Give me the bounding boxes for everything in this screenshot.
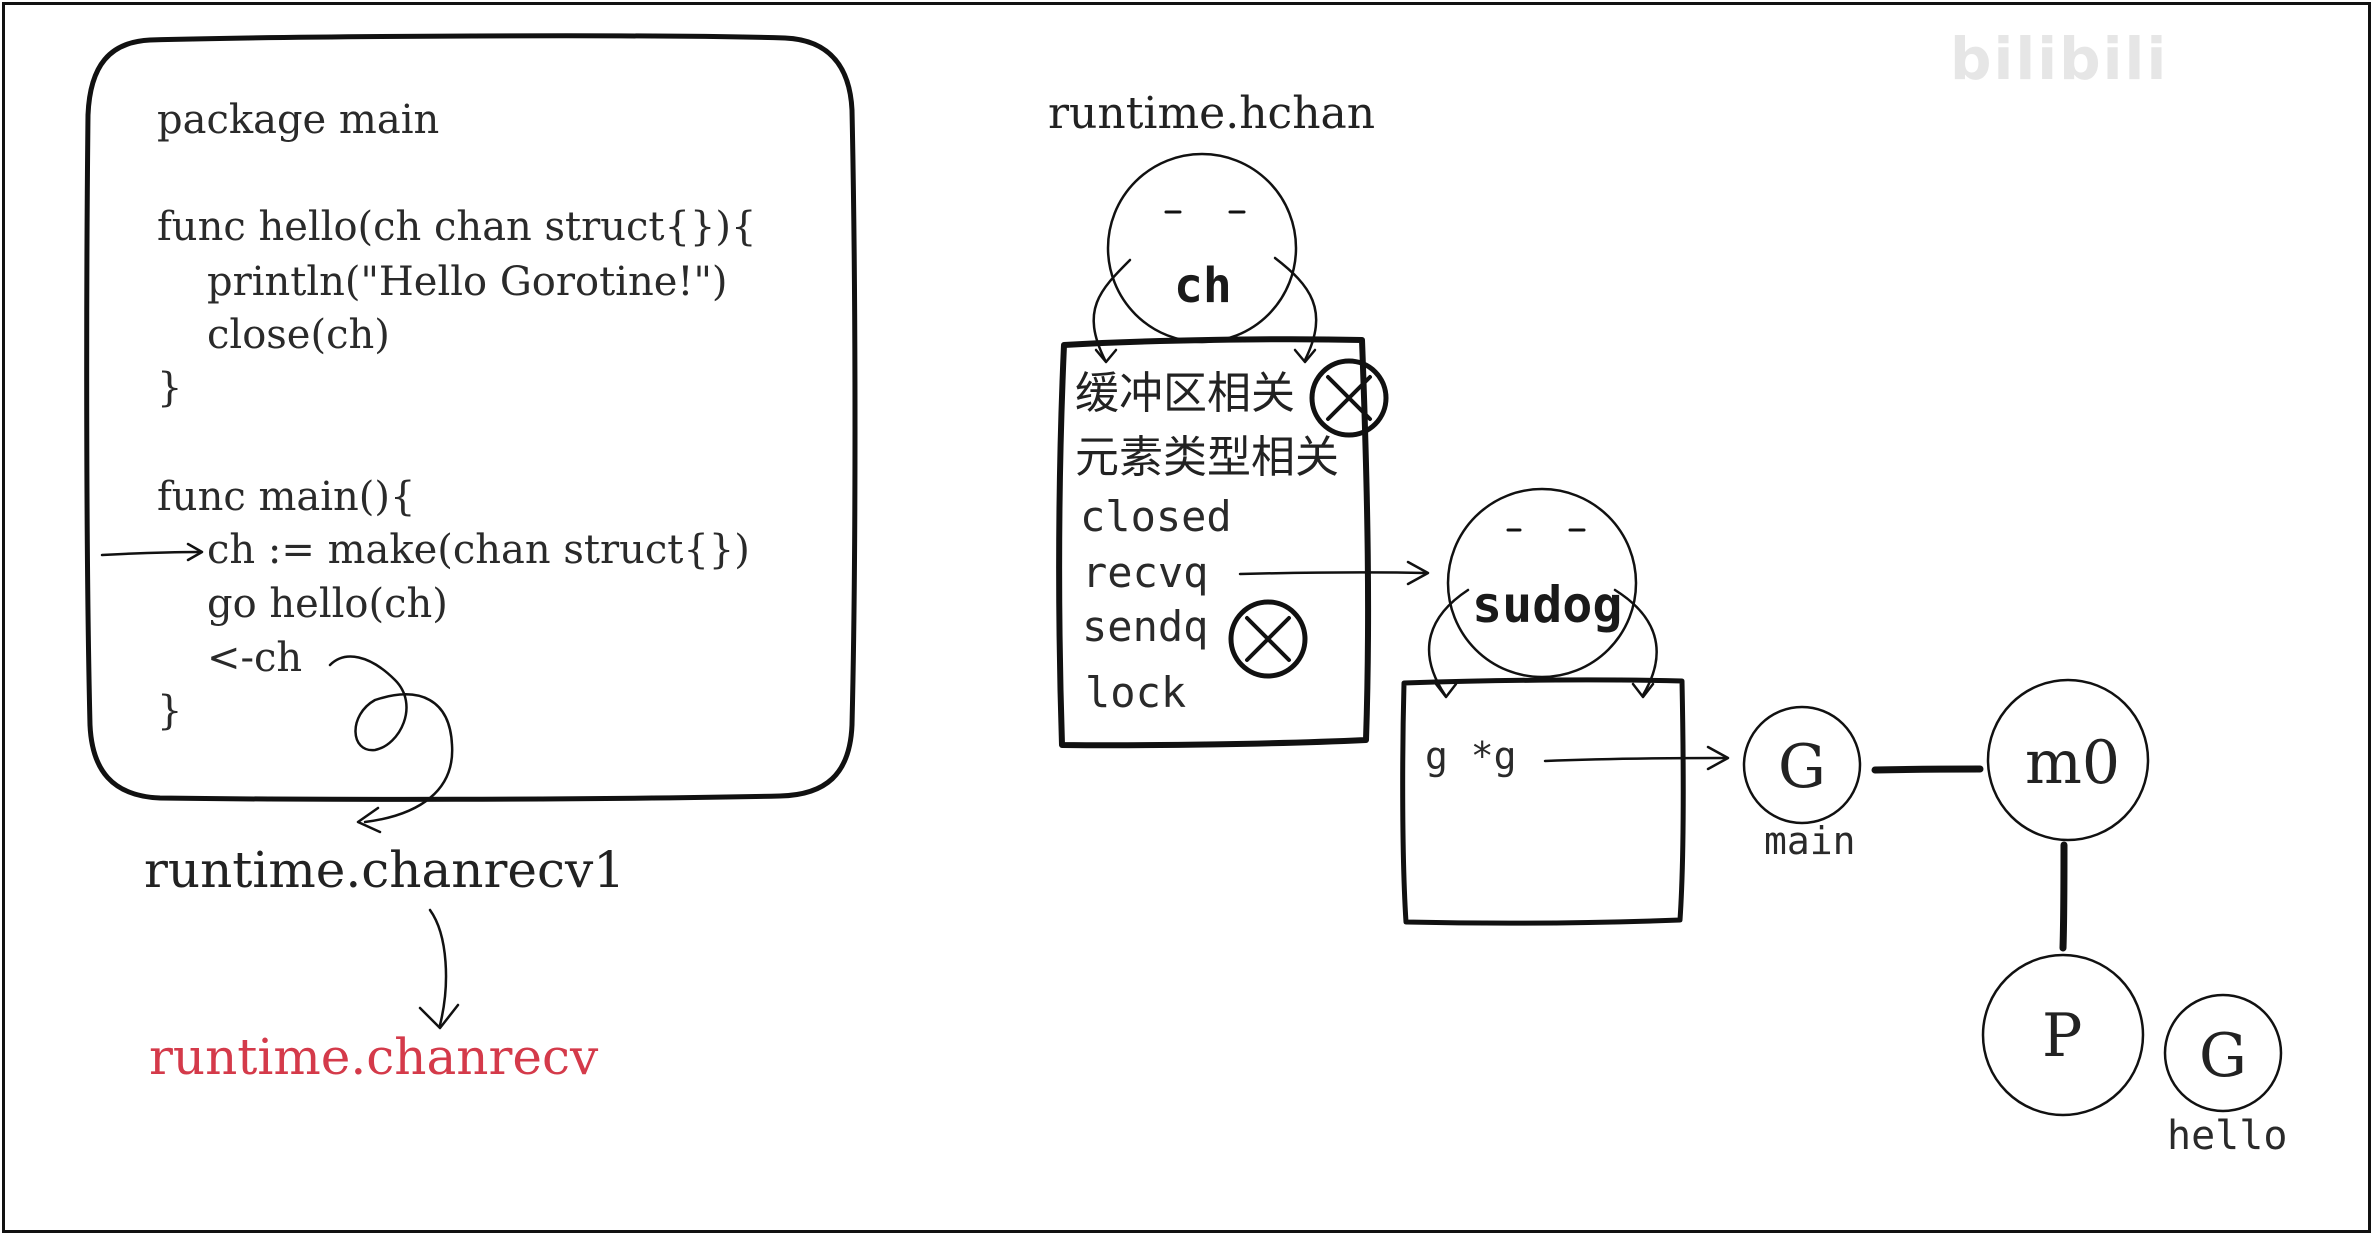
- hchan-arm-left-hand: [1094, 348, 1118, 364]
- sudog-head: [1446, 487, 1638, 679]
- recvq-arrow: [1238, 571, 1427, 576]
- g-m0-link: [1871, 765, 1984, 774]
- sendq-empty-mark: [1228, 599, 1308, 679]
- hchan-field-elemtype: 元素类型相关: [1075, 432, 1339, 483]
- sudog-arm-left-hand: [1434, 682, 1458, 699]
- g-main-label: G: [1778, 732, 1826, 802]
- chanrecv1-label: runtime.chanrecv1: [144, 841, 626, 899]
- code-box: [84, 33, 858, 802]
- hchan-head-label: ch: [1174, 258, 1232, 314]
- sudog-field-g: g *g: [1425, 734, 1517, 778]
- g-hello-circle: [2163, 993, 2283, 1113]
- m0-p-link: [2059, 841, 2068, 952]
- code-line: package main: [157, 97, 440, 143]
- hchan-field-recvq: recvq: [1082, 548, 1209, 597]
- hchan-field-closed: closed: [1080, 492, 1232, 541]
- hchan-arm-right: [1273, 256, 1318, 362]
- g-main-caption: main: [1764, 819, 1856, 863]
- buffer-disabled-mark: [1309, 358, 1389, 438]
- call-arrow: [428, 908, 448, 1027]
- code-line: ch := make(chan struct{}): [207, 527, 750, 573]
- recvq-arrowhead: [1406, 560, 1430, 586]
- current-line-arrow: [100, 550, 202, 557]
- hchan-field-lock: lock: [1085, 668, 1187, 717]
- m0-circle: [1986, 678, 2150, 842]
- call-arrowhead: [418, 1003, 460, 1030]
- sudog-arm-right-hand: [1631, 682, 1655, 699]
- g-hello-label: G: [2199, 1021, 2247, 1091]
- sendq-empty-cross: [1245, 616, 1291, 662]
- sudog-body: [1400, 677, 1686, 926]
- code-line: close(ch): [207, 312, 390, 358]
- g-pointer-arrowhead: [1706, 745, 1730, 771]
- hchan-arm-right-hand: [1293, 348, 1317, 364]
- hchan-field-buffer: 缓冲区相关: [1075, 368, 1295, 419]
- receive-loop-arrowhead: [356, 806, 382, 834]
- g-hello-caption: hello: [2167, 1113, 2288, 1159]
- receive-loop-arrow: [328, 655, 454, 824]
- p-circle: [1981, 953, 2145, 1117]
- g-main-circle: [1742, 705, 1862, 825]
- p-label: P: [2042, 1001, 2083, 1071]
- current-line-arrowhead: [186, 542, 204, 562]
- code-line: func main(){: [157, 474, 416, 520]
- watermark: bilibili: [1950, 25, 2169, 93]
- sudog-head-label: sudog: [1472, 576, 1623, 634]
- hchan-field-sendq: sendq: [1082, 602, 1209, 651]
- buffer-disabled-cross: [1326, 375, 1372, 421]
- hchan-title: runtime.hchan: [1048, 88, 1376, 139]
- m0-label: m0: [2025, 728, 2121, 798]
- code-line: }: [157, 365, 183, 411]
- hchan-body: [1056, 336, 1372, 749]
- code-line: <-ch: [207, 635, 303, 681]
- g-pointer-arrow: [1543, 756, 1727, 763]
- code-line: println("Hello Gorotine!"): [207, 259, 728, 305]
- chanrecv-label: runtime.chanrecv: [149, 1028, 599, 1086]
- code-line: }: [157, 688, 183, 734]
- code-line: go hello(ch): [207, 581, 448, 627]
- code-line: func hello(ch chan struct{}){: [157, 204, 757, 250]
